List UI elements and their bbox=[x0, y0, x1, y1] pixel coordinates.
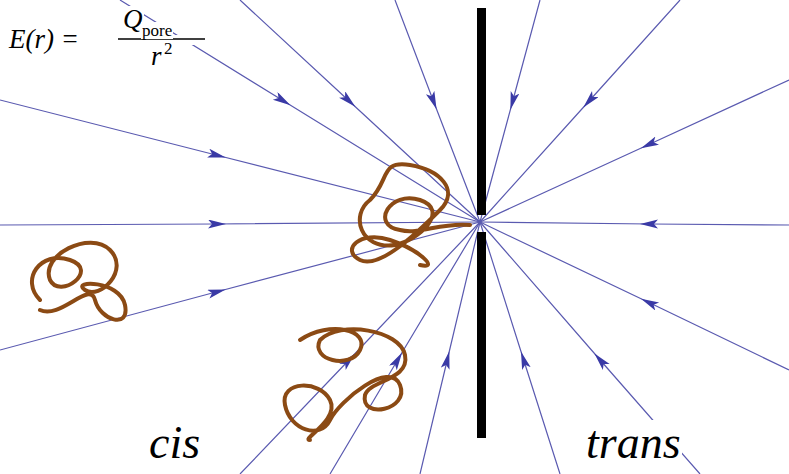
formula-lhs: E(r) = bbox=[8, 26, 80, 53]
side-label: trans bbox=[585, 420, 682, 466]
formula-exponent: 2 bbox=[163, 40, 174, 57]
polymer-coils bbox=[32, 164, 470, 440]
side-label: cis bbox=[148, 420, 201, 466]
formula-radius: r bbox=[150, 43, 163, 70]
formula-subscript: pore bbox=[141, 22, 173, 39]
membrane bbox=[477, 8, 486, 438]
